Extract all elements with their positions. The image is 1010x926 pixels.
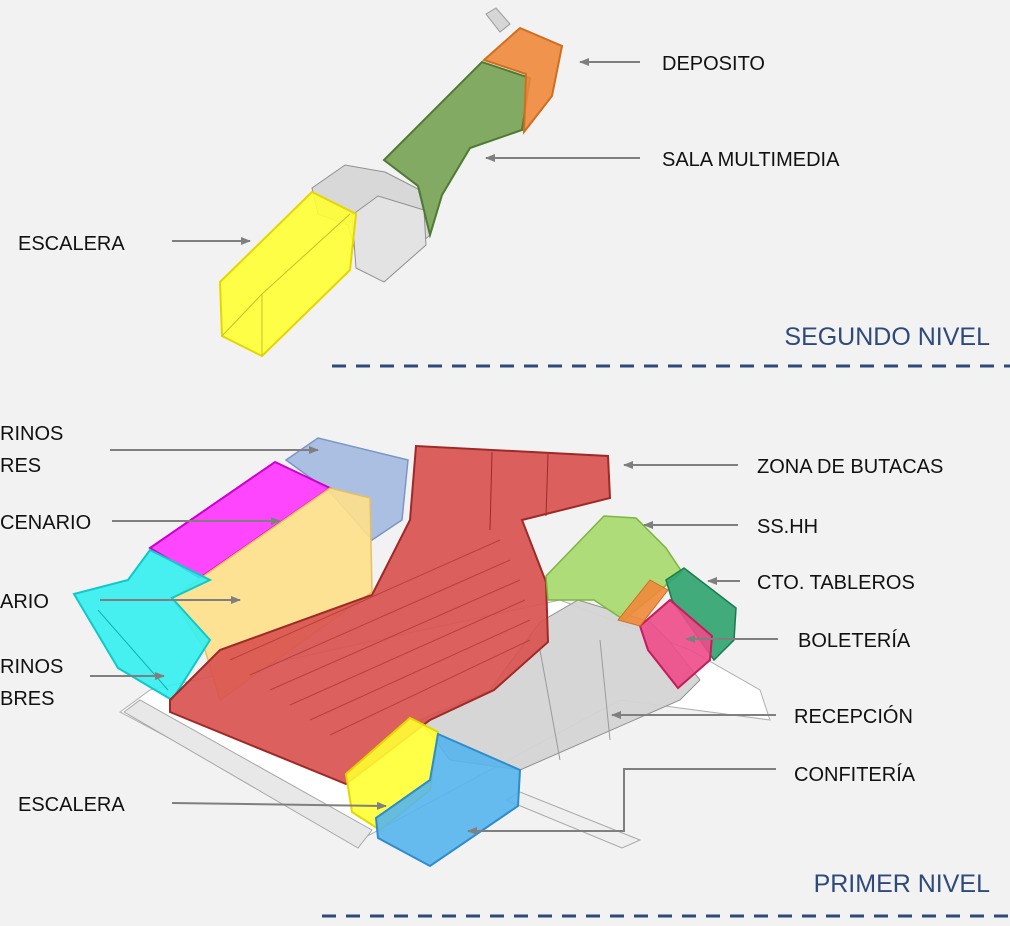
zona-butacas-label: ZONA DE BUTACAS — [757, 456, 943, 478]
primer-nivel-title: PRIMER NIVEL — [814, 870, 991, 898]
escalera-lower-arrow — [171, 801, 387, 810]
escalera-upper-label: ESCALERA — [18, 233, 125, 255]
cto-tableros-label: CTO. TABLEROS — [757, 572, 915, 594]
escenario-label: ARIO — [0, 591, 49, 613]
escalera-upper-zone — [218, 190, 358, 358]
ramp-left — [123, 699, 373, 849]
boleteria-zone — [638, 598, 714, 690]
camerinos-top-label-line2: RES — [0, 455, 41, 477]
escenario-zone — [170, 487, 373, 702]
camerinos-top-label-line1: RINOS — [0, 423, 63, 445]
upper-gray-tower — [485, 7, 511, 33]
deposito-zone — [482, 26, 564, 136]
small-orange-zone — [617, 579, 669, 627]
camerinos-left-label-line2: BRES — [0, 688, 54, 710]
camerinos-left-zone — [72, 548, 213, 702]
proscenario-label: CENARIO — [0, 512, 91, 534]
ramp-right — [504, 791, 642, 849]
deposito-label: DEPOSITO — [662, 53, 765, 75]
segundo-nivel-title: SEGUNDO NIVEL — [784, 323, 990, 351]
upper-level-model — [218, 7, 564, 358]
confiteria-arrow — [467, 768, 776, 835]
sala-multimedia-zone — [382, 60, 532, 239]
camerinos-left-label-line1: RINOS — [0, 656, 63, 678]
escalera-lower-label: ESCALERA — [18, 794, 125, 816]
upper-gray-box — [351, 195, 427, 283]
confiteria-label: CONFITERÍA — [794, 763, 916, 786]
sala-multimedia-label: SALA MULTIMEDIA — [662, 149, 840, 171]
seating-rows — [229, 539, 531, 736]
confiteria-zone — [374, 732, 522, 868]
lower-level-model — [72, 437, 771, 868]
boleteria-label: BOLETERÍA — [798, 629, 911, 652]
recepcion-label: RECEPCIÓN — [794, 705, 913, 728]
ss-hh-label: SS.HH — [757, 516, 818, 538]
